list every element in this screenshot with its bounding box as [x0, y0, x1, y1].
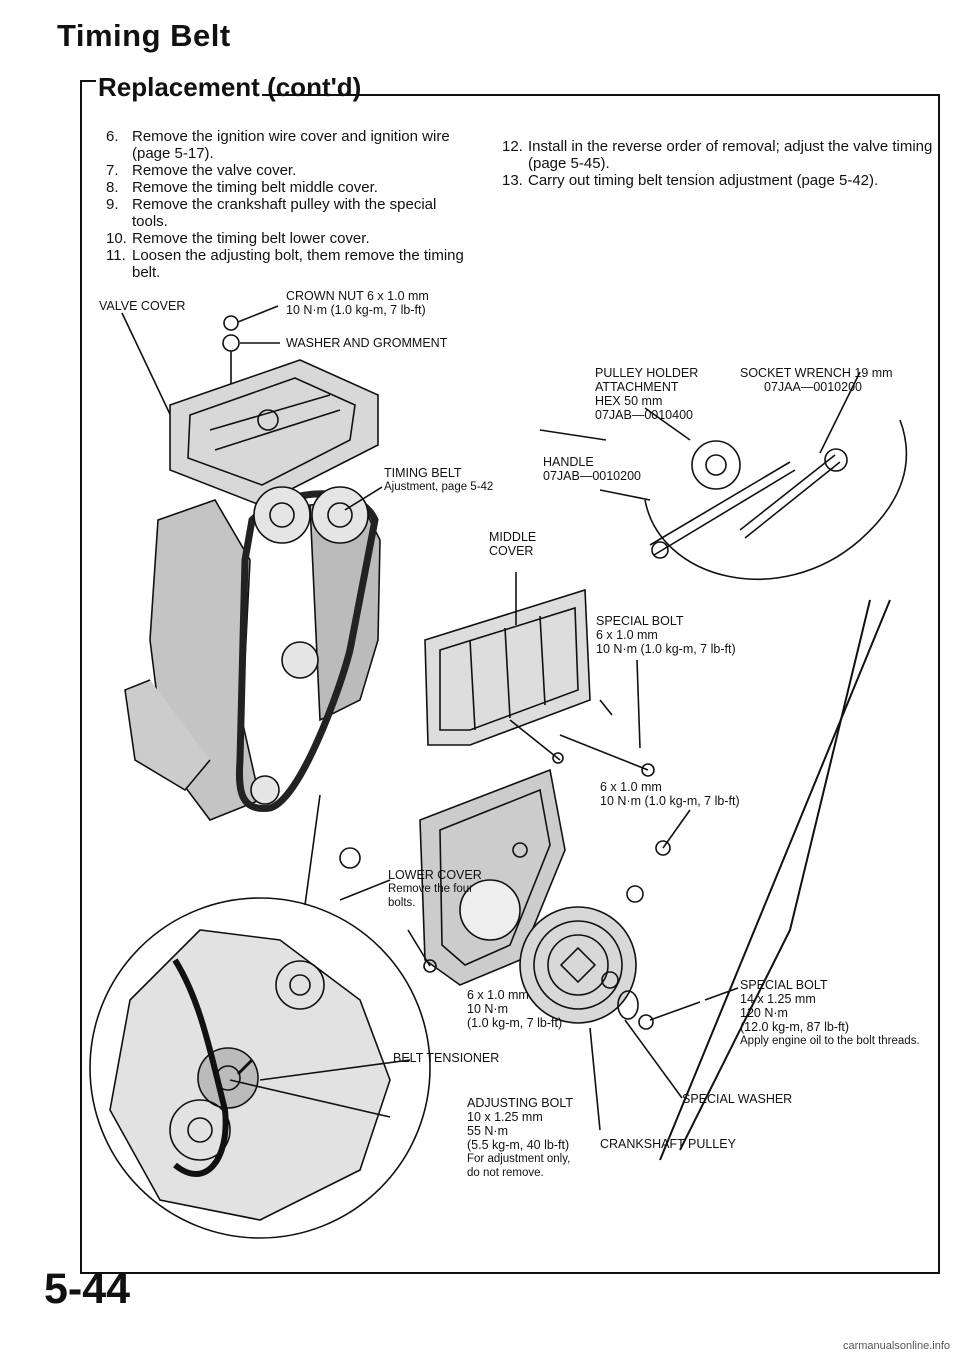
label-valve-cover: VALVE COVER	[99, 299, 186, 313]
label-adjusting-bolt: ADJUSTING BOLT 10 x 1.25 mm 55 N·m (5.5 …	[467, 1096, 574, 1179]
step-item: 6.Remove the ignition wire cover and ign…	[106, 128, 450, 162]
label-crankshaft-pulley: CRANKSHAFT PULLEY	[600, 1137, 736, 1151]
frame-bottom-rule	[80, 1272, 940, 1274]
step-item: 12.Install in the reverse order of remov…	[502, 138, 933, 172]
step-item: 10.Remove the timing belt lower cover.	[106, 230, 370, 247]
footer-watermark: carmanualsonline.info	[842, 1340, 950, 1352]
step-item: 11.Loosen the adjusting bolt, them remov…	[106, 247, 464, 281]
label-special-washer: SPECIAL WASHER	[682, 1092, 793, 1106]
step-item: 13.Carry out timing belt tension adjustm…	[502, 172, 879, 189]
section-subtitle: Replacement (cont'd)	[98, 72, 362, 102]
step-item: 9.Remove the crankshaft pulley with the …	[106, 196, 437, 230]
step-item: 8.Remove the timing belt middle cover.	[106, 179, 378, 196]
page-number: 5-44	[44, 1265, 131, 1313]
page-title: Timing Belt	[57, 18, 231, 53]
frame-left-rule	[80, 80, 82, 1273]
label-lower-cover: LOWER COVER Remove the four bolts.	[388, 868, 482, 909]
steps-right: 12.Install in the reverse order of remov…	[502, 138, 934, 189]
label-special-bolt-lower: SPECIAL BOLT 14 x 1.25 mm 120 N·m (12.0 …	[740, 978, 920, 1047]
steps-left: 6.Remove the ignition wire cover and ign…	[106, 128, 476, 281]
label-bolt-lower: 6 x 1.0 mm 10 N·m (1.0 kg-m, 7 lb-ft)	[467, 988, 563, 1030]
frame-top-left-corner	[80, 80, 96, 82]
label-middle-cover: MIDDLE COVER	[489, 530, 537, 558]
label-bolt-6x1: 6 x 1.0 mm 10 N·m (1.0 kg-m, 7 lb-ft)	[600, 780, 740, 808]
label-crown-nut: CROWN NUT 6 x 1.0 mm 10 N·m (1.0 kg-m, 7…	[286, 289, 429, 317]
label-belt-tensioner: BELT TENSIONER	[393, 1051, 500, 1065]
label-timing-belt: TIMING BELT Ajustment, page 5-42	[384, 466, 494, 493]
label-socket-wrench: SOCKET WRENCH 19 mm 07JAA—0010200	[740, 366, 893, 394]
frame-right-rule	[938, 94, 940, 1274]
step-item: 7.Remove the valve cover.	[106, 162, 297, 179]
label-pulley-holder: PULLEY HOLDER ATTACHMENT HEX 50 mm 07JAB…	[595, 366, 699, 422]
label-washer-gromment: WASHER AND GROMMENT	[286, 336, 448, 350]
label-special-bolt-upper: SPECIAL BOLT 6 x 1.0 mm 10 N·m (1.0 kg-m…	[596, 614, 736, 656]
label-handle: HANDLE 07JAB—0010200	[543, 455, 641, 483]
header-rule	[262, 94, 940, 96]
